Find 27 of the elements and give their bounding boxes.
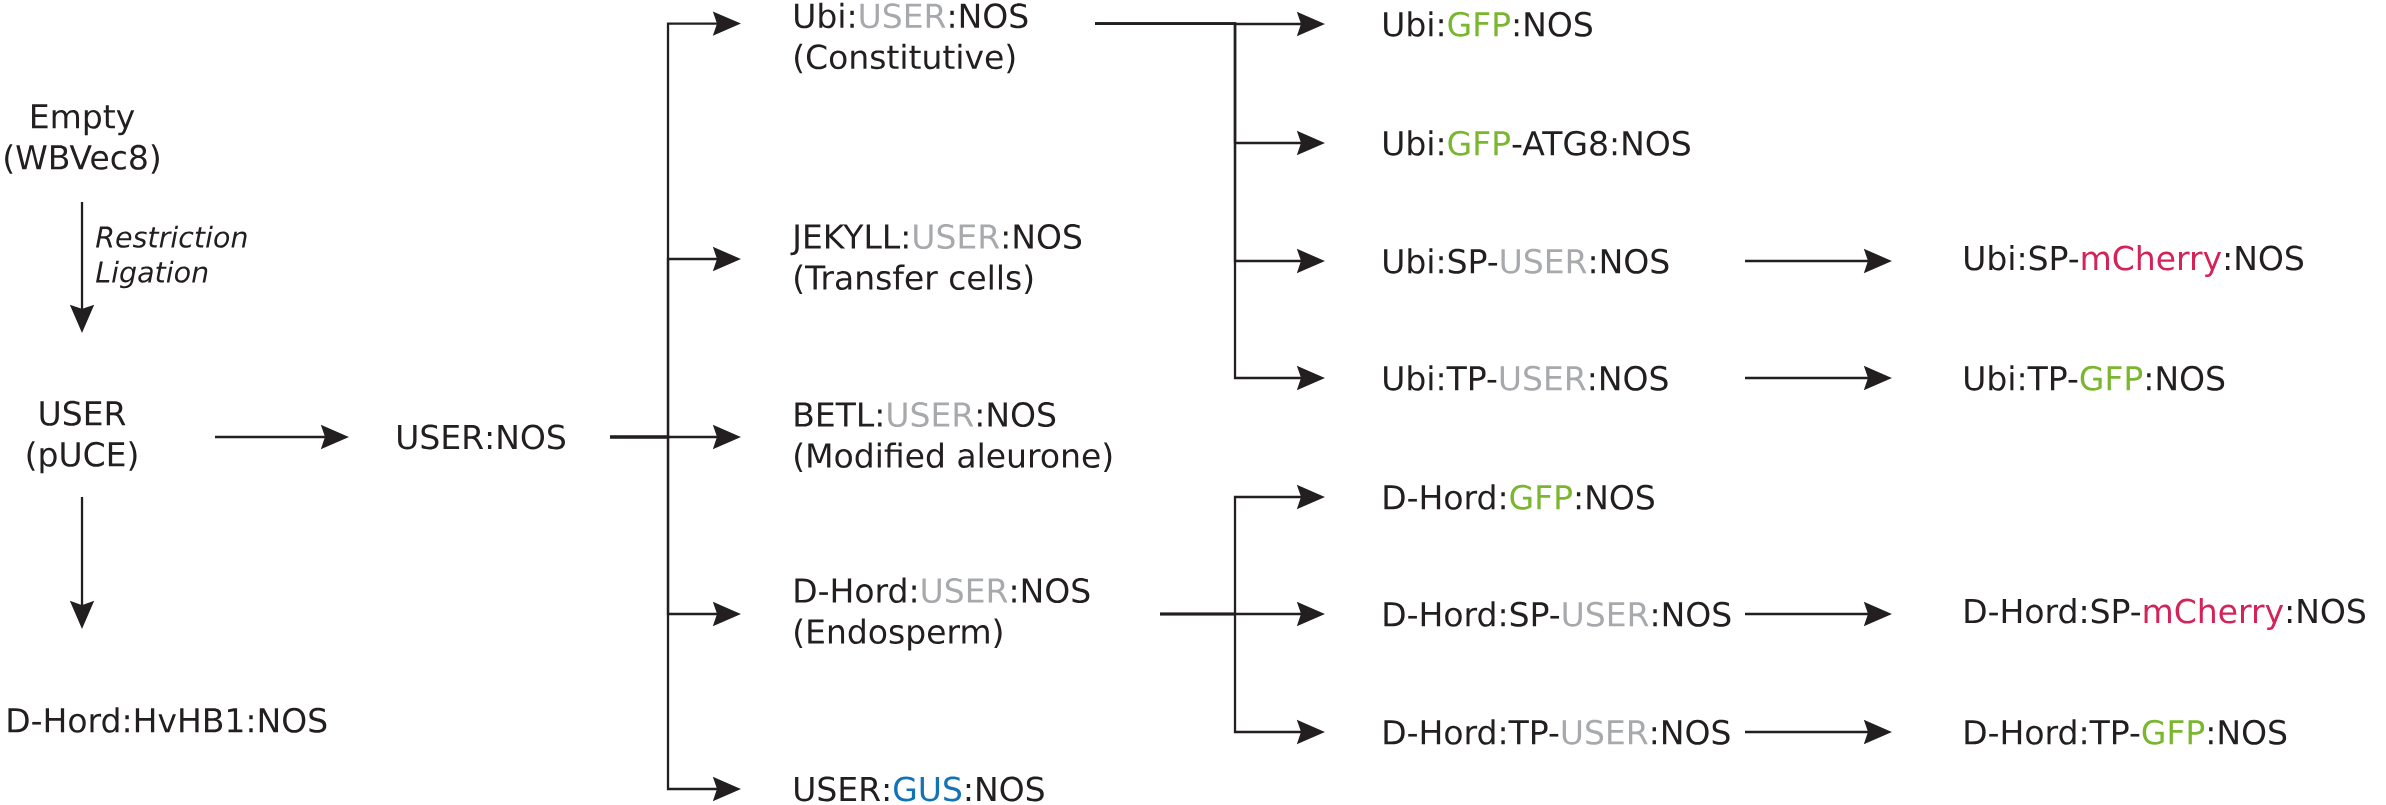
construct-label: USER [40, 400, 126, 426]
construct-label: D-Hord:GFP:NOS [1384, 484, 1654, 510]
construct-label: Ubi:SP-mCherry:NOS [1965, 245, 2303, 277]
note-label: (pUCE) [27, 441, 137, 474]
construct-label: Empty [32, 104, 135, 136]
construct-label: Ubi:GFP:NOS [1384, 11, 1592, 37]
construct-label: D-Hord:SP-mCherry:NOS [1965, 598, 2365, 630]
construct-label: BETL:USER:NOS [795, 402, 1056, 428]
construct-label: D-Hord:TP-USER:NOS [1384, 719, 1730, 745]
construct-label: Ubi:TP-GFP:NOS [1965, 365, 2225, 391]
construct-label: Ubi:TP-USER:NOS [1384, 365, 1668, 391]
construct-label: Ubi:SP-USER:NOS [1384, 248, 1669, 274]
construct-label: D-Hord:HvHB1:NOS [8, 707, 327, 733]
note-label: (Modified aleurone) [795, 442, 1112, 472]
construct-label: JEKYLL:USER:NOS [790, 224, 1082, 256]
construct-label: Ubi:GFP-ATG8:NOS [1384, 130, 1690, 156]
note-label: (Endosperm) [795, 618, 1002, 651]
note-label: (Transfer cells) [795, 264, 1033, 294]
construct-label: D-Hord:SP-USER:NOS [1384, 601, 1731, 627]
construct-label: USER:GUS:NOS [795, 776, 1044, 802]
construct-label: D-Hord:USER:NOS [795, 577, 1090, 604]
note-label: (WBVec8) [5, 144, 159, 174]
note-label: (Constitutive) [795, 43, 1015, 74]
construct-label: Ubi:USER:NOS [795, 2, 1028, 29]
construct-label: D-Hord:TP-GFP:NOS [1965, 719, 2287, 745]
edge-label: Restriction Ligation [96, 225, 247, 289]
construct-label: USER:NOS [398, 424, 565, 450]
